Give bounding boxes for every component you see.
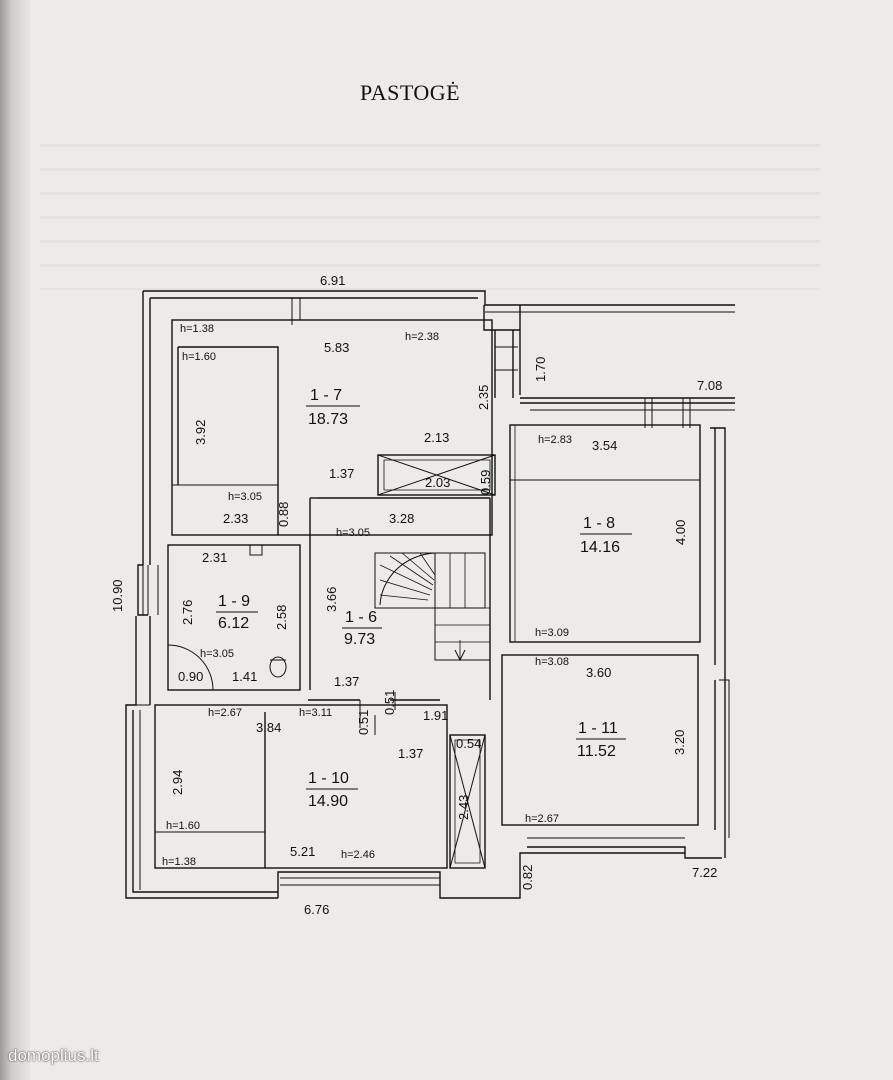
dim-label: 2.76	[180, 600, 195, 625]
h-label: h=1.38	[162, 856, 196, 868]
dim-label: 2.31	[202, 550, 227, 565]
h-label: h=3.08	[535, 656, 569, 668]
dim-right-bottom: 7.22	[692, 865, 717, 880]
dim-label: 0.51	[356, 710, 371, 735]
room-number: 1 - 10	[308, 770, 349, 787]
dim-label: 1.37	[334, 674, 359, 689]
room-number: 1 - 6	[345, 609, 377, 626]
room-area: 9.73	[344, 631, 375, 648]
sheet-edge-shadow	[0, 0, 30, 1080]
room-number: 1 - 9	[218, 593, 250, 610]
h-label: h=2.67	[208, 707, 242, 719]
page-title: PASTOGĖ	[360, 80, 461, 105]
dim-label: 0.90	[178, 669, 203, 684]
dim-label: 3.54	[592, 438, 617, 453]
dim-label: 3.20	[672, 730, 687, 755]
room-number: 1 - 11	[578, 720, 618, 737]
dim-label: 3.84	[256, 720, 281, 735]
dim-label: 3.66	[324, 587, 339, 612]
h-label: h=3.05	[200, 648, 234, 660]
dim-label: 4.00	[673, 520, 688, 545]
h-label: h=1.60	[166, 820, 200, 832]
room-area: 14.16	[580, 539, 620, 556]
dim-label: 2.43	[456, 795, 471, 820]
room-number: 1 - 8	[583, 515, 615, 532]
h-label: h=1.38	[180, 323, 214, 335]
dim-left: 10.90	[110, 579, 125, 612]
dim-right-mid: 7.08	[697, 378, 722, 393]
dim-label: 2.35	[476, 385, 491, 410]
room-area: 18.73	[308, 411, 348, 428]
h-label: h=3.05	[228, 491, 262, 503]
dim-label: 0.88	[276, 502, 291, 527]
dim-label: 3.92	[193, 420, 208, 445]
dim-label: 1.37	[329, 466, 354, 481]
dim-right-upper: 1.70	[533, 357, 548, 382]
dim-label: 1.41	[232, 669, 257, 684]
h-label: h=2.46	[341, 849, 375, 861]
dim-label: 2.94	[170, 770, 185, 795]
dim-label: 2.33	[223, 511, 248, 526]
dim-label: 5.83	[324, 340, 349, 355]
h-label: h=2.38	[405, 331, 439, 343]
h-label: h=3.09	[535, 627, 569, 639]
dim-top: 6.91	[320, 273, 345, 288]
dim-label: 3.28	[389, 511, 414, 526]
room-labels: 1 - 7 18.73 1 - 8 14.16 1 - 9 6.12 1 - 6…	[216, 387, 632, 810]
h-label: h=3.05	[336, 527, 370, 539]
dim-label: 0.59	[478, 470, 493, 495]
h-label: h=2.67	[525, 813, 559, 825]
dim-label: 2.58	[274, 605, 289, 630]
dim-bottom-right: 0.82	[520, 865, 535, 890]
dim-bottom: 6.76	[304, 902, 329, 917]
dimension-labels: 6.91 1.70 7.08 10.90 6.76 0.82 7.22 h=1.…	[110, 273, 722, 917]
dim-label: 1.91	[423, 708, 448, 723]
room-area: 14.90	[308, 793, 348, 810]
h-label: h=1.60	[182, 351, 216, 363]
watermark-logo: domoplius.lt	[8, 1046, 99, 1065]
walls	[125, 290, 735, 899]
dim-label: 2.13	[424, 430, 449, 445]
room-area: 11.52	[577, 743, 616, 760]
bleed-through-text	[40, 130, 820, 290]
room-number: 1 - 7	[310, 387, 342, 404]
room-area: 6.12	[218, 615, 249, 632]
h-label: h=2.83	[538, 434, 572, 446]
h-label: h=3.11	[299, 707, 332, 719]
dim-label: 3.60	[586, 665, 611, 680]
dim-label: 0.51	[382, 690, 397, 715]
dim-label: 5.21	[290, 844, 315, 859]
dim-label: 2.03	[425, 475, 450, 490]
dim-label: 0.54	[456, 736, 481, 751]
dim-label: 1.37	[398, 746, 423, 761]
